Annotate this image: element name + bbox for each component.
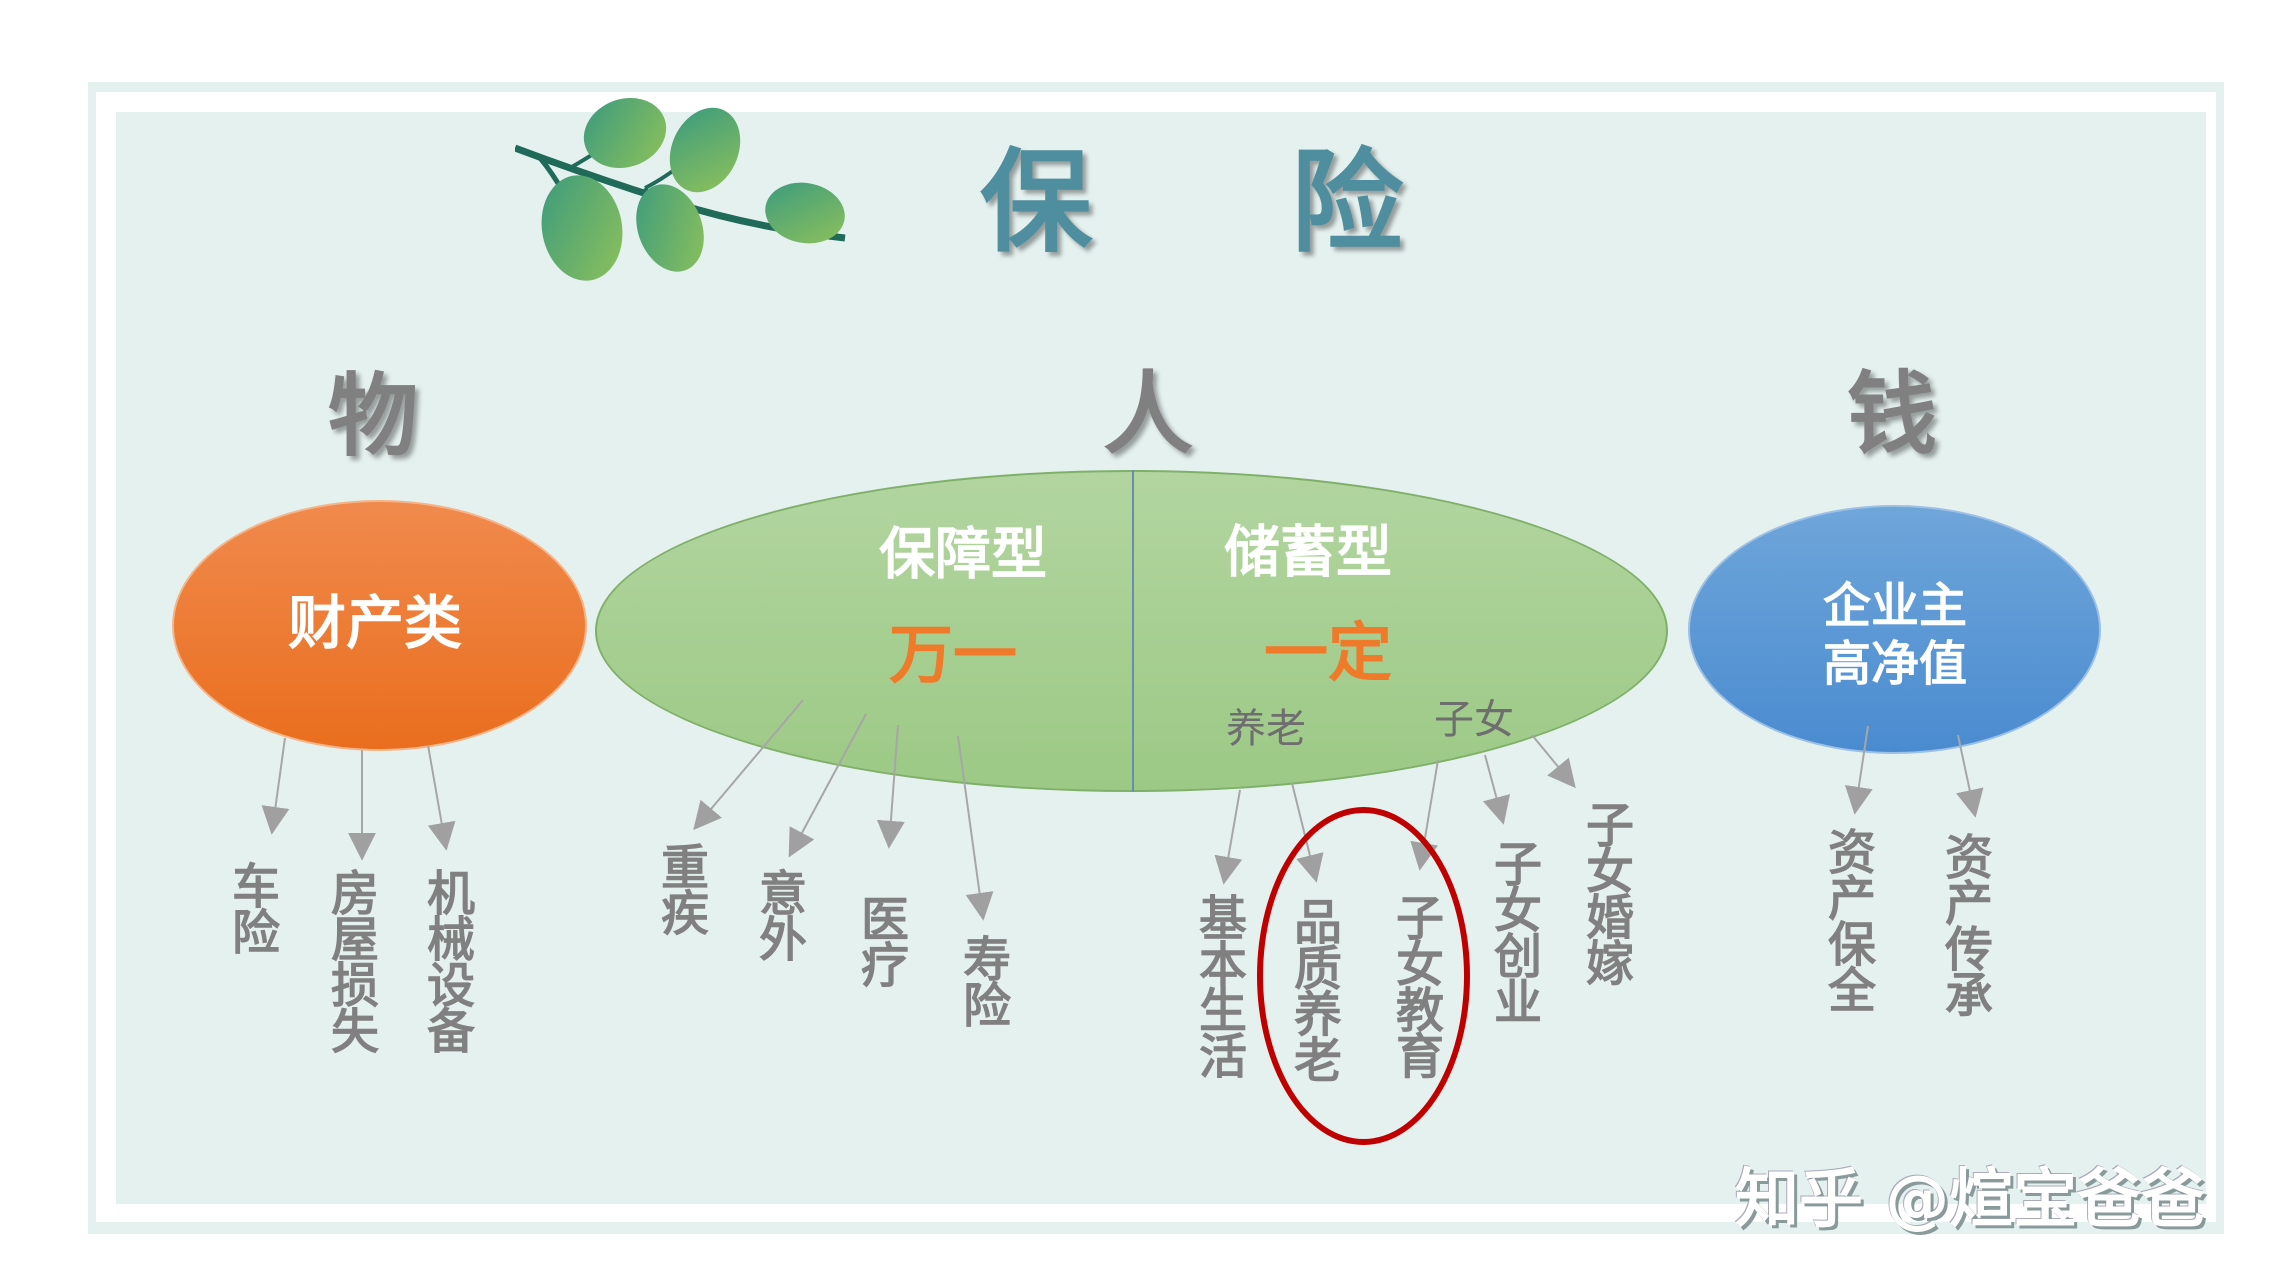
leaf-house-loss: 房屋损失 — [322, 868, 378, 1052]
leaf-medical: 医疗 — [852, 894, 908, 986]
property-ellipse — [172, 500, 587, 751]
protection-keyword: 万一 — [889, 619, 1017, 693]
property-ellipse-label: 财产类 — [287, 589, 463, 657]
savings-sub-pension: 养老 — [1226, 706, 1306, 752]
category-person: 人 — [1103, 362, 1193, 467]
leaf-basic-living: 基本生活 — [1190, 893, 1246, 1077]
leaf-asset-inheritance: 资产传承 — [1936, 832, 1992, 1016]
leaf-child-marriage: 子女婚嫁 — [1577, 800, 1633, 984]
savings-type-label: 储蓄型 — [1224, 520, 1392, 586]
wealth-label-line1: 企业主 — [1822, 578, 1968, 634]
person-ellipse-divider — [1132, 470, 1134, 792]
protection-type-label: 保障型 — [879, 522, 1047, 588]
wealth-ellipse — [1688, 505, 2101, 754]
leaf-asset-protection: 资产保全 — [1819, 827, 1875, 1011]
savings-keyword: 一定 — [1264, 617, 1392, 691]
wealth-label-line2: 高净值 — [1822, 636, 1968, 692]
leaf-machinery: 机械设备 — [418, 868, 474, 1052]
highlight-oval — [1257, 807, 1470, 1145]
watermark: 知乎 @煊宝爸爸 — [1735, 1163, 2206, 1237]
person-ellipse — [595, 470, 1668, 792]
leaf-critical-illness: 重疾 — [652, 842, 708, 934]
category-property: 物 — [328, 364, 418, 469]
leaf-life-insurance: 寿险 — [954, 934, 1010, 1026]
leaf-accident: 意外 — [750, 868, 806, 960]
category-money: 钱 — [1847, 362, 1937, 467]
leaf-branch-icon — [515, 97, 846, 281]
page-title: 保 险 — [980, 138, 1483, 268]
savings-sub-children: 子女 — [1434, 697, 1514, 743]
leaf-car-insurance: 车险 — [223, 861, 279, 953]
leaf-child-business: 子女创业 — [1485, 839, 1541, 1023]
